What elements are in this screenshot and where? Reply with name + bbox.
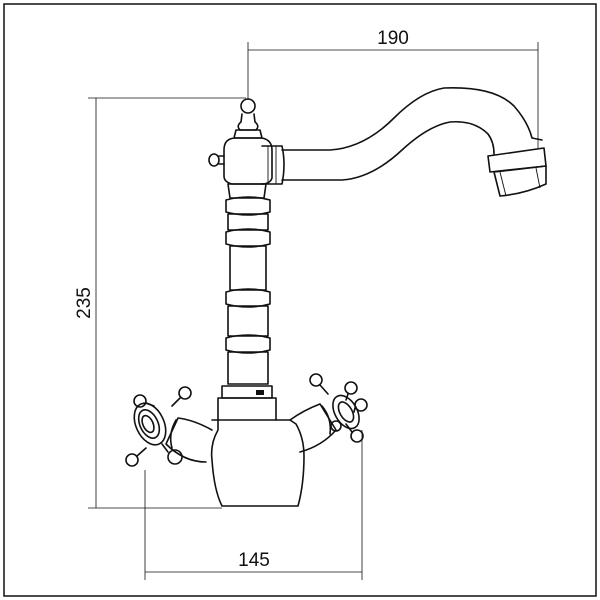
right-handle [289, 373, 368, 453]
spout [281, 87, 547, 197]
body-column [217, 183, 277, 421]
swivel-collar [208, 137, 285, 185]
base-body [210, 419, 305, 507]
dimension-label-reach: 190 [377, 28, 409, 49]
top-finial [233, 98, 263, 139]
drawing-border [3, 3, 597, 597]
left-handle [125, 386, 213, 467]
faucet [125, 87, 547, 507]
dimension-spout-reach: 190 [247, 28, 539, 148]
dimension-label-width: 145 [238, 550, 270, 571]
dimension-label-height: 235 [74, 287, 95, 319]
dimension-base-width: 145 [144, 430, 363, 580]
dimension-height: 235 [74, 97, 246, 509]
